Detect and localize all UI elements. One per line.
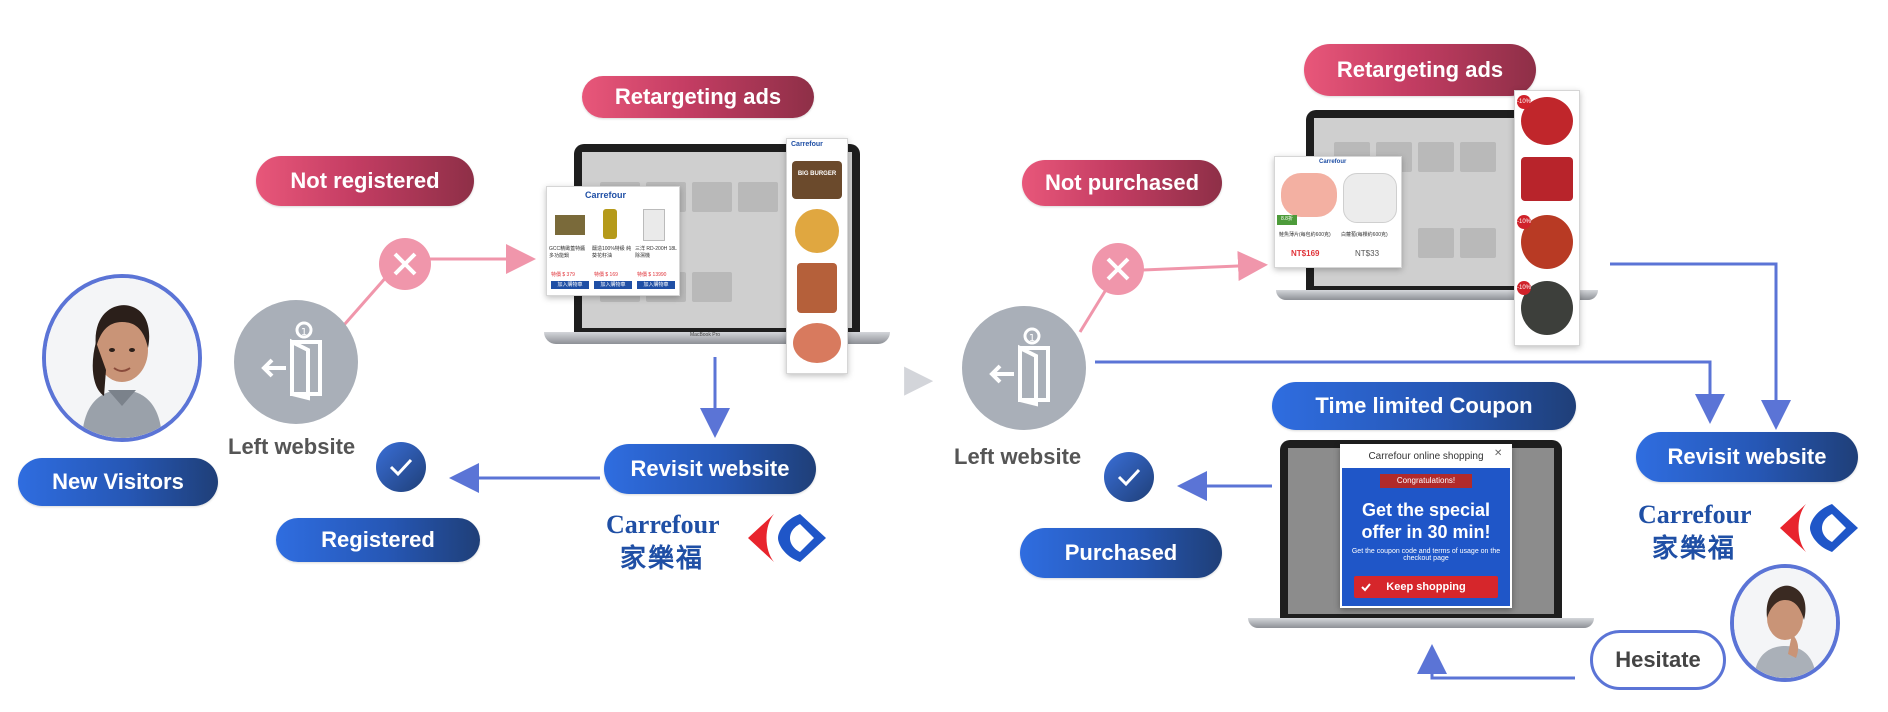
side-banner-badge: BIG BURGER [797, 171, 837, 177]
laptop-model-label: MacBook Pro [690, 332, 721, 338]
thinking-person-icon [1734, 568, 1836, 678]
side-banner-product-4 [793, 323, 841, 363]
carrefour-logo-chinese: 家樂福 [620, 544, 705, 574]
check-icon-left [376, 442, 426, 492]
revisit-website-label-left: Revisit website [604, 444, 816, 494]
check-icon-right [1104, 452, 1154, 502]
keep-shopping-label: Keep shopping [1386, 581, 1466, 593]
ad-item-name-3: 三洋 RD-200H 18L除濕機 [635, 246, 677, 259]
ad-item-image-2 [603, 209, 617, 239]
retargeting-side-banner-left: Carrefour BIG BURGER [786, 138, 848, 374]
carrefour-logo-left: Carrefour 家樂福 [606, 508, 834, 574]
ad-brand-logo: Carrefour [585, 190, 627, 200]
coupon-popup: Carrefour online shopping ✕ Congratulati… [1340, 444, 1512, 608]
new-visitor-avatar [42, 274, 202, 442]
section-separator-arrow: ▶ [904, 358, 934, 400]
ad-item-price-salmon: NT$169 [1291, 249, 1320, 258]
checkmark-icon [389, 458, 413, 477]
coupon-congrats-badge: Congratulations! [1380, 474, 1472, 488]
coupon-fine-print: Get the coupon code and terms of usage o… [1351, 548, 1501, 562]
carrefour-logo-chinese: 家樂福 [1652, 534, 1737, 564]
connector-door-to-x-left [342, 274, 390, 326]
connector-door-to-x-right [1078, 287, 1109, 333]
checkmark-icon [1117, 468, 1141, 487]
hesitate-label: Hesitate [1590, 630, 1726, 690]
retargeting-side-banner-right: -10% -10% -10% [1514, 90, 1580, 346]
ad-item-image-salmon [1281, 173, 1337, 217]
exit-door-icon: 1 [989, 327, 1050, 407]
ad-item-price-radish: NT$33 [1355, 249, 1380, 258]
side-banner-badge-3: -10% [1517, 281, 1531, 295]
carrefour-mark-icon [748, 514, 826, 562]
side-banner-product-1: BIG BURGER [792, 161, 842, 199]
side-banner-logo: Carrefour [791, 141, 823, 148]
ad-brand-logo: Carrefour [1319, 159, 1347, 165]
svg-text:1: 1 [301, 327, 307, 338]
side-banner-product-3 [797, 263, 837, 313]
hesitating-customer-avatar [1730, 564, 1840, 682]
ad-item-name-radish: 白蘿蔔(每棵約600克) [1341, 232, 1388, 238]
ad-add-cart-button-3[interactable]: 加入購物車 [637, 281, 675, 289]
carrefour-logo-text: Carrefour [1638, 500, 1752, 529]
x-icon-left [379, 238, 431, 290]
laptop-base [1276, 290, 1598, 300]
x-icon-right [1092, 243, 1144, 295]
svg-text:1: 1 [1029, 333, 1035, 344]
retargeting-ads-label-left: Retargeting ads [582, 76, 814, 118]
coupon-header: Carrefour online shopping ✕ [1342, 446, 1510, 468]
retargeting-ad-card-right: Carrefour 8.8折 鮭魚薄片(每包約600克) 白蘿蔔(每棵約600克… [1274, 156, 1402, 268]
side-banner-badge-1: -10% [1517, 95, 1531, 109]
new-visitors-label: New Visitors [18, 458, 218, 506]
retargeting-ad-card-left: Carrefour GCC精緻蓋特醬 多功能鍋 釀造100%特級 純葵花籽油 三… [546, 186, 680, 296]
coupon-close-icon[interactable]: ✕ [1494, 448, 1503, 459]
check-small-icon [1361, 583, 1371, 592]
ad-item-price-3: 特價 $ 13990 [637, 272, 667, 278]
purchased-label: Purchased [1020, 528, 1222, 578]
time-limited-coupon-label: Time limited Coupon [1272, 382, 1576, 430]
carrefour-mark-icon [1780, 504, 1858, 552]
left-website-label-left: Left website [228, 434, 356, 459]
woman-avatar-icon [46, 278, 198, 438]
ad-add-cart-button-2[interactable]: 加入購物車 [594, 281, 632, 289]
carrefour-logo-right: Carrefour 家樂福 [1638, 498, 1866, 564]
keep-shopping-button[interactable]: Keep shopping [1354, 576, 1498, 598]
connector-hesitate-to-coupon [1417, 644, 1575, 680]
ad-item-image-3 [643, 209, 665, 241]
exit-door-icon-right: 1 [962, 306, 1086, 430]
left-website-label-right: Left website [954, 444, 1082, 469]
coupon-headline-1: Get the special [1361, 500, 1491, 520]
revisit-website-label-right: Revisit website [1636, 432, 1858, 482]
side-banner-product-2 [795, 209, 839, 253]
side-banner-product-bag [1521, 157, 1573, 201]
ad-item-price-2: 特價 $ 169 [594, 272, 618, 278]
ad-item-name-2: 釀造100%特級 純葵花籽油 [592, 246, 632, 259]
connector-ads-to-revisit-right [1610, 262, 1791, 430]
not-purchased-label: Not purchased [1022, 160, 1222, 206]
ad-item-image-radish [1343, 173, 1397, 223]
side-banner-badge-2: -10% [1517, 215, 1531, 229]
registered-label: Registered [276, 518, 480, 562]
ad-item-image-1 [555, 215, 585, 235]
exit-door-icon-left: 1 [234, 300, 358, 424]
ad-item-name-1: GCC精緻蓋特醬 多功能鍋 [549, 246, 586, 259]
exit-door-icon: 1 [261, 321, 322, 401]
close-x-icon [393, 252, 417, 276]
coupon-header-title: Carrefour online shopping [1368, 451, 1484, 462]
coupon-headline-2: offer in 30 min! [1361, 522, 1491, 542]
laptop-base [1248, 618, 1594, 628]
close-x-icon [1106, 257, 1130, 281]
retargeting-ads-label-right: Retargeting ads [1304, 44, 1536, 96]
ad-item-price-1: 特價 $ 379 [551, 272, 575, 278]
connector-x-to-ads-right [1141, 251, 1268, 281]
not-registered-label: Not registered [256, 156, 474, 206]
connector-door-to-revisit-right [1095, 360, 1725, 424]
ad-item-name-salmon: 鮭魚薄片(每包約600克) [1279, 232, 1331, 238]
ad-discount-tag: 8.8折 [1277, 215, 1297, 225]
ad-add-cart-button-1[interactable]: 加入購物車 [551, 281, 589, 289]
carrefour-logo-text: Carrefour [606, 510, 720, 539]
